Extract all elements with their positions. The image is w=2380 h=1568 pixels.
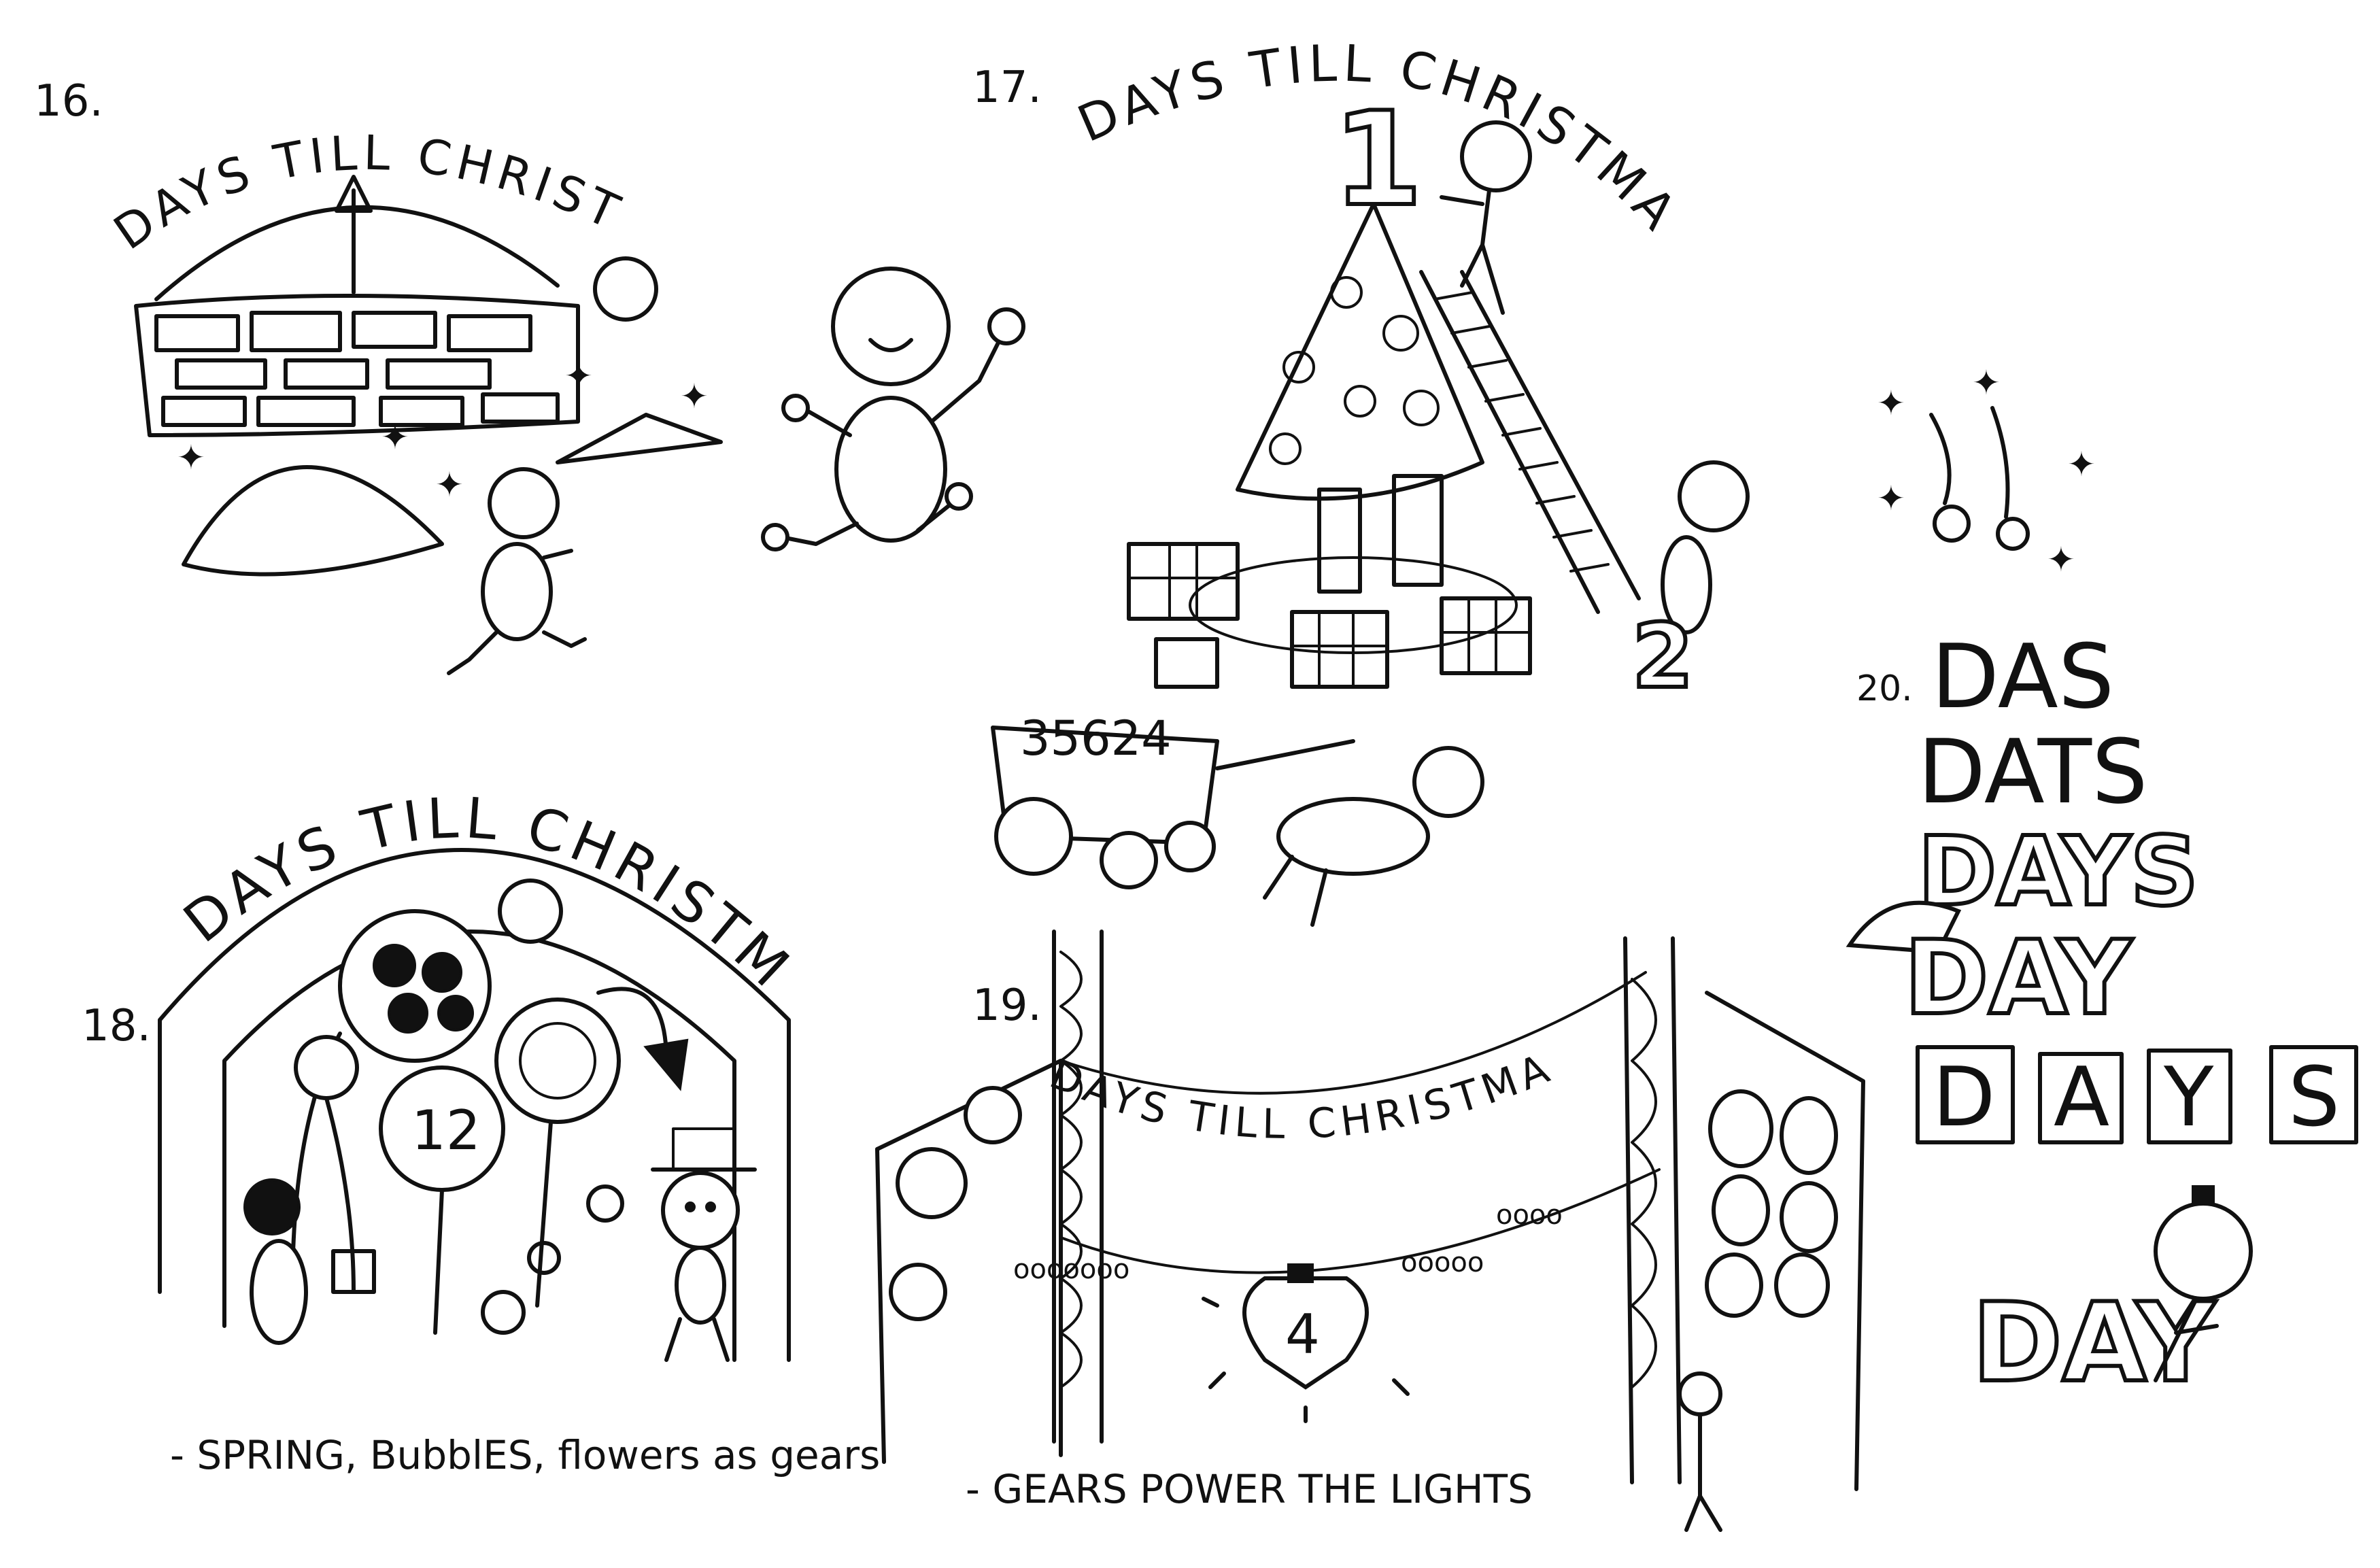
wagon: 35624: [991, 711, 1355, 889]
boxed-days: D A Y S: [1916, 1045, 2358, 1145]
wall-flower: [889, 1263, 947, 1321]
panel-16-title: DAYS TILL CHRISTMAS: [0, 0, 632, 260]
svg-text:12: 12: [411, 1099, 481, 1162]
tree-trunk: [1317, 488, 1362, 594]
ladder: [1419, 270, 1641, 614]
character-two: [1678, 460, 1750, 532]
wall-flower: [964, 1086, 1022, 1144]
svg-text:oooo: oooo: [1496, 1199, 1563, 1231]
word-days: DAYS: [1918, 817, 2198, 927]
svg-text:ooooo: ooooo: [1401, 1247, 1484, 1278]
svg-text:4: 4: [1285, 1303, 1320, 1366]
panel-16-number: 16.: [34, 76, 103, 126]
small-kid: [447, 467, 587, 675]
sparkle-icon: ✦: [564, 356, 593, 396]
santa-hat-icon: [1846, 900, 1962, 955]
sparkle-icon: ✦: [680, 377, 709, 416]
snow-pile: [182, 465, 444, 577]
wall-eggs: [1705, 1089, 1838, 1318]
wagon-digits: 35624: [1020, 711, 1172, 766]
right-pillar-spring: [1623, 936, 1682, 1484]
gardener-character: [243, 1178, 376, 1345]
word-final-day: DAY: [1972, 1279, 2216, 1406]
panel-19-number: 19.: [972, 981, 1042, 1031]
word-dats: DATS: [1918, 720, 2148, 823]
sparkle-icon: ✦: [1877, 384, 1905, 423]
arch-inner: [222, 930, 736, 1362]
sparkle-icon: ✦: [177, 438, 205, 477]
flower-twelve: 12: [379, 1066, 505, 1335]
svg-text:ooooooo: ooooooo: [1013, 1254, 1129, 1285]
arrow-head: [335, 175, 373, 213]
top-hat-character: [651, 1127, 757, 1362]
christmas-tree: [1236, 202, 1484, 501]
holly-ornaments: ✦ ✦ ✦ ✦ ✦: [1877, 363, 2096, 579]
arch-outer: [158, 848, 791, 1362]
sunflower: [494, 998, 621, 1308]
boxed-letter-s: S: [2288, 1051, 2340, 1145]
brick-wall: [134, 294, 580, 437]
panel-18-caption: - SPRING, BubblES, flowers as gears: [170, 1432, 880, 1478]
wall-flower: [896, 1147, 968, 1219]
gear-flower: [290, 909, 492, 1294]
small-flower: [294, 1035, 359, 1100]
sparkle-icon: ✦: [1972, 363, 2001, 403]
panel-16: 16. DAYS TILL CHRISTMAS ✦: [0, 0, 1025, 675]
presents: [1127, 542, 1532, 689]
word-day: DAY: [1904, 919, 2133, 1038]
sparkle-icon: ✦: [435, 465, 464, 505]
banner-string: [1059, 971, 1647, 1095]
dancing-character: [2154, 1185, 2253, 1382]
ornaments: [1269, 276, 1440, 465]
panel-20-number: 20.: [1856, 668, 1913, 709]
boxed-letter-a: A: [2054, 1051, 2109, 1145]
bulb-four: 4: [1202, 1263, 1410, 1423]
sparkle-icon: ✦: [2067, 445, 2096, 484]
panel-19-caption: - GEARS POWER THE LIGHTS: [966, 1466, 1533, 1512]
light-bulbs: ooooooo ooooo oooo: [1013, 1199, 1563, 1285]
character-top: [1460, 120, 1532, 192]
tree-trunk: [1392, 474, 1444, 587]
climbing-character: [498, 879, 563, 944]
boxed-letter-d: D: [1933, 1051, 1995, 1145]
big-runner: [761, 267, 1025, 551]
peeking-character: [593, 256, 658, 322]
left-pillar-spring: [1052, 930, 1104, 1444]
dome: [154, 205, 560, 301]
panel-17-number: 17.: [972, 63, 1042, 113]
lights-string: [1059, 1168, 1661, 1274]
boxed-letter-y: Y: [2163, 1051, 2214, 1145]
word-das: DAS: [1931, 625, 2114, 728]
snow-chunk: [556, 413, 723, 464]
sparkle-icon: ✦: [2047, 540, 2075, 579]
ladder-digit: 2: [1632, 604, 1693, 708]
lying-character: [1412, 746, 1484, 818]
panel-18-number: 18.: [82, 1001, 151, 1051]
right-wall: [1705, 991, 1865, 1491]
sparkle-icon: ✦: [1877, 479, 1905, 518]
small-character: [1678, 1371, 1722, 1416]
sparkle-icon: ✦: [381, 417, 409, 457]
panel-20: ✦ ✦ ✦ ✦ ✦ 20. DAS DATS DAYS DAY D A Y S …: [1846, 363, 2358, 1408]
tree-top-digit: 1: [1333, 84, 1423, 235]
panel-17-title: DAYS TILL CHRISTMAS: [0, 0, 1690, 245]
curved-arrow: [596, 987, 668, 1063]
bubbles: [481, 1184, 624, 1335]
